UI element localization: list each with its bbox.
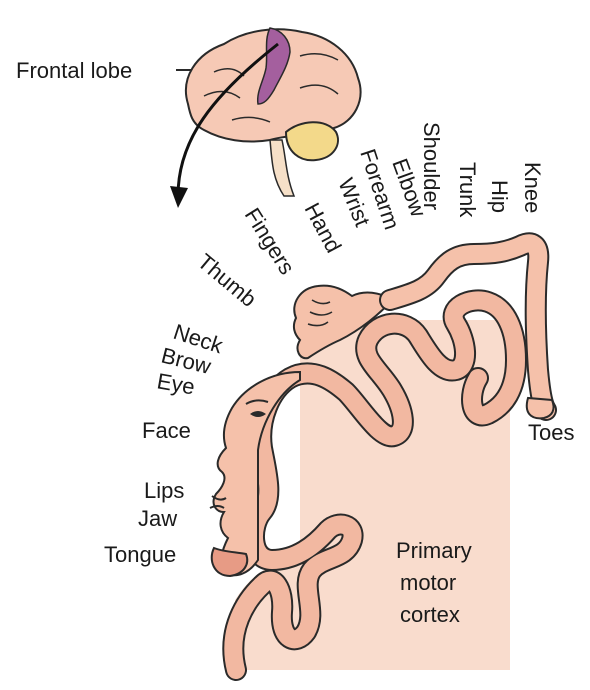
jaw-label: Jaw xyxy=(138,506,177,531)
toes-label: Toes xyxy=(528,420,574,445)
hand-label: Hand xyxy=(300,199,347,257)
brain-cerebellum xyxy=(286,122,338,160)
foot-shape xyxy=(527,398,554,418)
thumb-label: Thumb xyxy=(193,249,262,312)
eye-label: Eye xyxy=(155,368,197,399)
face-profile xyxy=(214,372,300,575)
region-label-line-3: cortex xyxy=(400,602,460,627)
face-label: Face xyxy=(142,418,191,443)
rotation-arrowhead xyxy=(170,186,188,208)
frontal-lobe-label: Frontal lobe xyxy=(16,58,132,83)
region-label-line-2: motor xyxy=(400,570,456,595)
trunk-label: Trunk xyxy=(455,162,480,218)
tongue-label: Tongue xyxy=(104,542,176,567)
hip-label: Hip xyxy=(487,180,512,213)
fingers-label: Fingers xyxy=(240,203,300,278)
knee-label: Knee xyxy=(520,162,545,213)
lips-label: Lips xyxy=(144,478,184,503)
region-label-line-1: Primary xyxy=(396,538,472,563)
